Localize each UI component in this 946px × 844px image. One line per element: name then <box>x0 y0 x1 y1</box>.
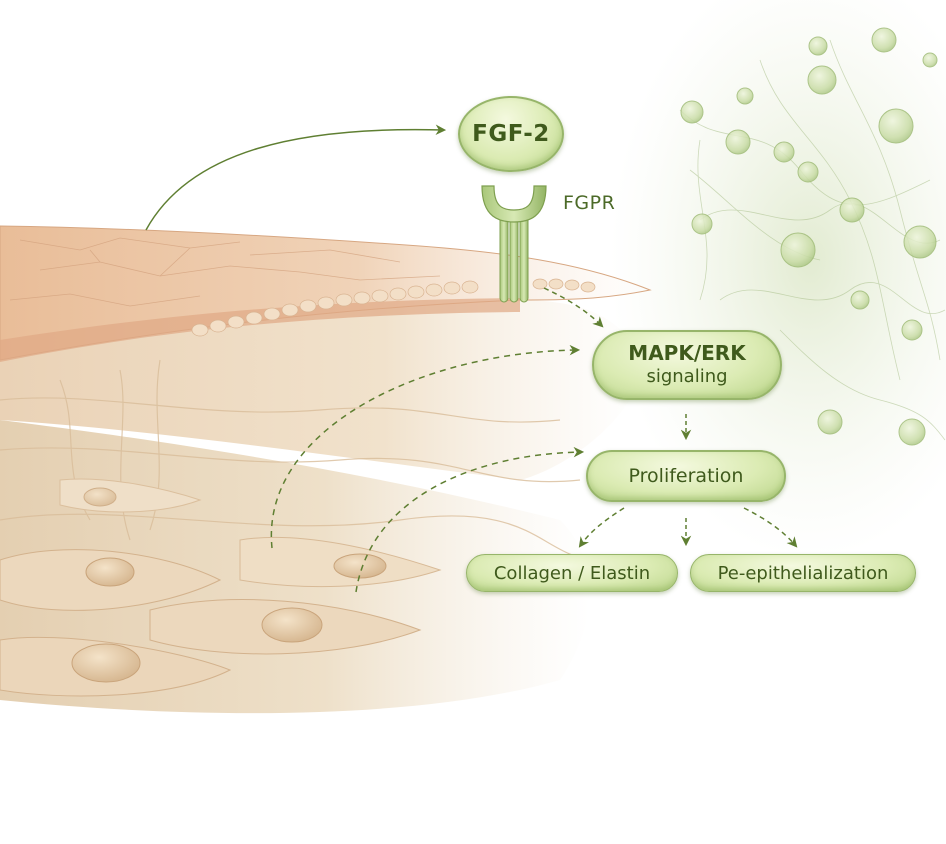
arrow-fibroblast-to-mapk <box>270 344 581 549</box>
collagen-elastin-node: Collagen / Elastin <box>466 554 678 592</box>
mapk-erk-label: MAPK/ERK <box>628 341 746 365</box>
fgpr-receptor-label: FGPR <box>563 192 616 214</box>
arrow-fgpr-to-mapk <box>543 287 604 328</box>
fgf2-label: FGF-2 <box>472 121 550 147</box>
cell-network-background <box>610 0 946 560</box>
skin-cross-section <box>0 225 652 714</box>
fgf2-ligand-node: FGF-2 <box>458 96 564 172</box>
mapk-erk-signaling-node: MAPK/ERK signaling <box>592 330 782 400</box>
proliferation-label: Proliferation <box>628 465 744 487</box>
signaling-label: signaling <box>646 366 728 387</box>
fibroblast-cells <box>0 478 442 697</box>
arrow-skin-to-fgf2 <box>145 124 447 231</box>
proliferation-node: Proliferation <box>586 450 786 502</box>
arrow-proliferation-to-collagen <box>578 507 625 548</box>
arrow-fibroblast-to-proliferation <box>355 446 585 593</box>
reepithelialization-label: Pe-epithelialization <box>717 562 889 584</box>
pathway-arrows <box>145 124 798 593</box>
collagen-elastin-label: Collagen / Elastin <box>493 562 651 584</box>
fgpr-receptor-icon <box>481 185 547 303</box>
reepithelialization-node: Pe-epithelialization <box>690 554 916 592</box>
